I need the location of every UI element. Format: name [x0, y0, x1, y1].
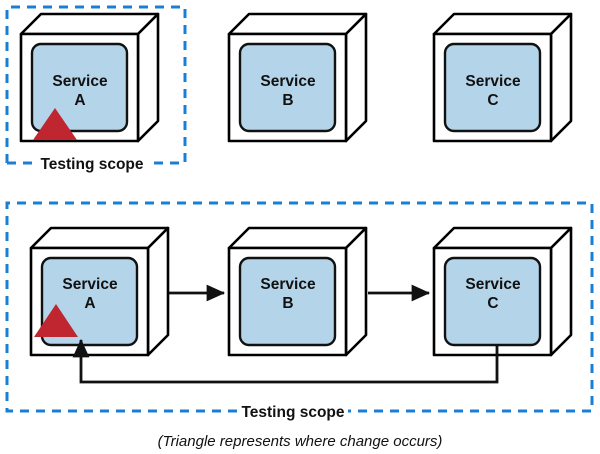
- bottom-testing-scope-label: Testing scope: [241, 404, 344, 421]
- diagram-caption: (Triangle represents where change occurs…: [158, 433, 443, 450]
- service-c-name-bottom: Service: [465, 276, 521, 293]
- service-box-a-top[interactable]: Service A: [19, 12, 160, 143]
- top-testing-scope-frame: [5, 5, 187, 165]
- service-c-id-top: C: [487, 92, 498, 109]
- service-box-c-top[interactable]: Service C: [432, 12, 573, 143]
- service-b-name-bottom: Service: [260, 276, 316, 293]
- service-box-a-bottom[interactable]: Service A: [29, 226, 170, 357]
- service-b-id-bottom: B: [282, 295, 293, 312]
- change-marker-triangle-a-top: [33, 108, 77, 140]
- service-b-name-top: Service: [260, 73, 316, 90]
- service-a-id-bottom: A: [84, 295, 95, 312]
- service-a-name-top: Service: [52, 73, 108, 90]
- service-a-name-bottom: Service: [62, 276, 118, 293]
- change-marker-triangle-a-bottom: [34, 304, 78, 337]
- service-b-id-top: B: [282, 92, 293, 109]
- top-testing-scope-label: Testing scope: [40, 156, 143, 173]
- service-a-id-top: A: [74, 92, 85, 109]
- bottom-testing-scope-frame: [5, 201, 594, 413]
- service-c-id-bottom: C: [487, 295, 498, 312]
- service-box-b-top[interactable]: Service B: [227, 12, 368, 143]
- service-c-name-top: Service: [465, 73, 521, 90]
- service-box-b-bottom[interactable]: Service B: [227, 226, 368, 357]
- service-box-c-bottom[interactable]: Service C: [432, 226, 573, 357]
- connection-c-to-a-feedback: [72, 338, 499, 384]
